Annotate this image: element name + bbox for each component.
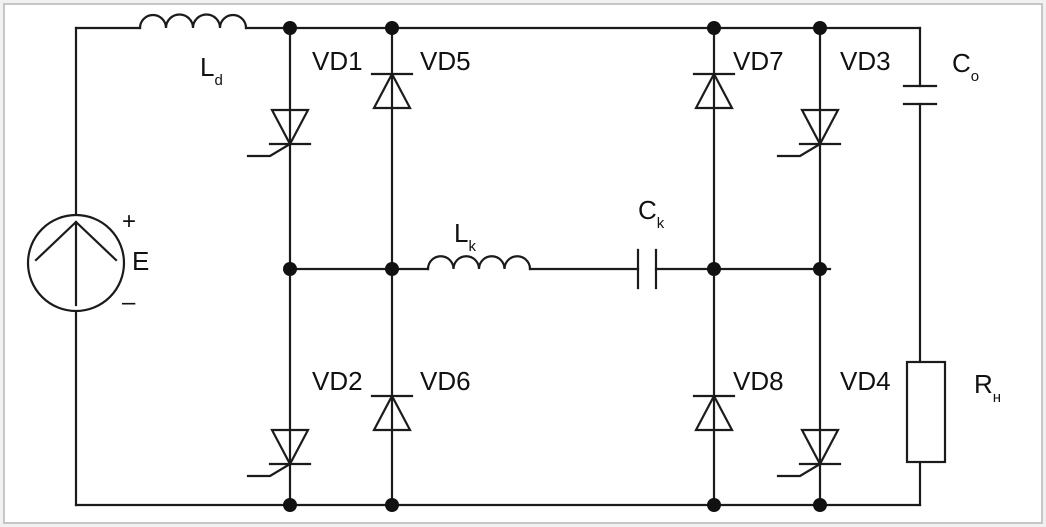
junction-dot (385, 21, 399, 35)
diode-vd7-icon (694, 71, 734, 110)
canvas (3, 3, 1043, 524)
capacitor-co-label: Co (952, 48, 979, 85)
resistor-label: Rн (974, 369, 1001, 406)
diode-vd8-icon (694, 393, 734, 432)
vd2-label: VD2 (312, 366, 363, 396)
diode-vd6-icon (372, 393, 412, 432)
junction-dot (283, 21, 297, 35)
thyristor-vd1-icon (270, 108, 310, 147)
resistor-body (905, 360, 947, 464)
junction-dot (813, 262, 827, 276)
source-minus-sign: – (122, 289, 136, 316)
thyristor-vd2: VD2 (246, 366, 363, 478)
junction-dot (283, 262, 297, 276)
diode-vd6: VD6 (370, 366, 471, 432)
vd5-label: VD5 (420, 46, 471, 76)
inductor-lk-label: Lk (454, 218, 476, 255)
diode-vd5: VD5 (370, 46, 471, 110)
resistor-rn: Rн (905, 360, 1001, 464)
junction-dot (707, 21, 721, 35)
junction-dot (813, 21, 827, 35)
inductor-ld-coil (138, 13, 248, 30)
inductor-lk-coil (426, 255, 532, 271)
thyristor-vd2-icon (270, 428, 310, 467)
thyristor-vd4-icon (800, 428, 840, 467)
junction-dot (707, 498, 721, 512)
inductor-lk: Lk (426, 218, 532, 271)
source-plus-sign: + (122, 208, 136, 235)
voltage-source: + E – (26, 208, 149, 316)
inductor-ld: Ld (138, 13, 248, 89)
vd8-label: VD8 (733, 366, 784, 396)
thyristor-vd3-icon (800, 108, 840, 147)
diode-vd5-icon (372, 71, 412, 110)
thyristor-vd1: VD1 (246, 46, 363, 158)
junctions (283, 21, 827, 512)
vd3-label: VD3 (840, 46, 891, 76)
capacitor-ck-label: Ck (638, 195, 665, 232)
capacitor-ck: Ck (636, 195, 665, 290)
junction-dot (385, 498, 399, 512)
junction-dot (813, 498, 827, 512)
junction-dot (283, 498, 297, 512)
capacitor-co: Co (902, 48, 979, 106)
diode-vd8: VD8 (692, 366, 784, 432)
junction-dot (385, 262, 399, 276)
thyristor-vd3: VD3 (776, 46, 891, 158)
vd7-label: VD7 (733, 46, 784, 76)
vd6-label: VD6 (420, 366, 471, 396)
diode-vd7: VD7 (692, 46, 784, 110)
junction-dot (707, 262, 721, 276)
inductor-ld-label: Ld (200, 52, 223, 89)
vd4-label: VD4 (840, 366, 891, 396)
vd1-label: VD1 (312, 46, 363, 76)
source-label: E (132, 246, 149, 276)
thyristor-vd4: VD4 (776, 366, 891, 478)
source-arrow-icon (34, 220, 118, 307)
